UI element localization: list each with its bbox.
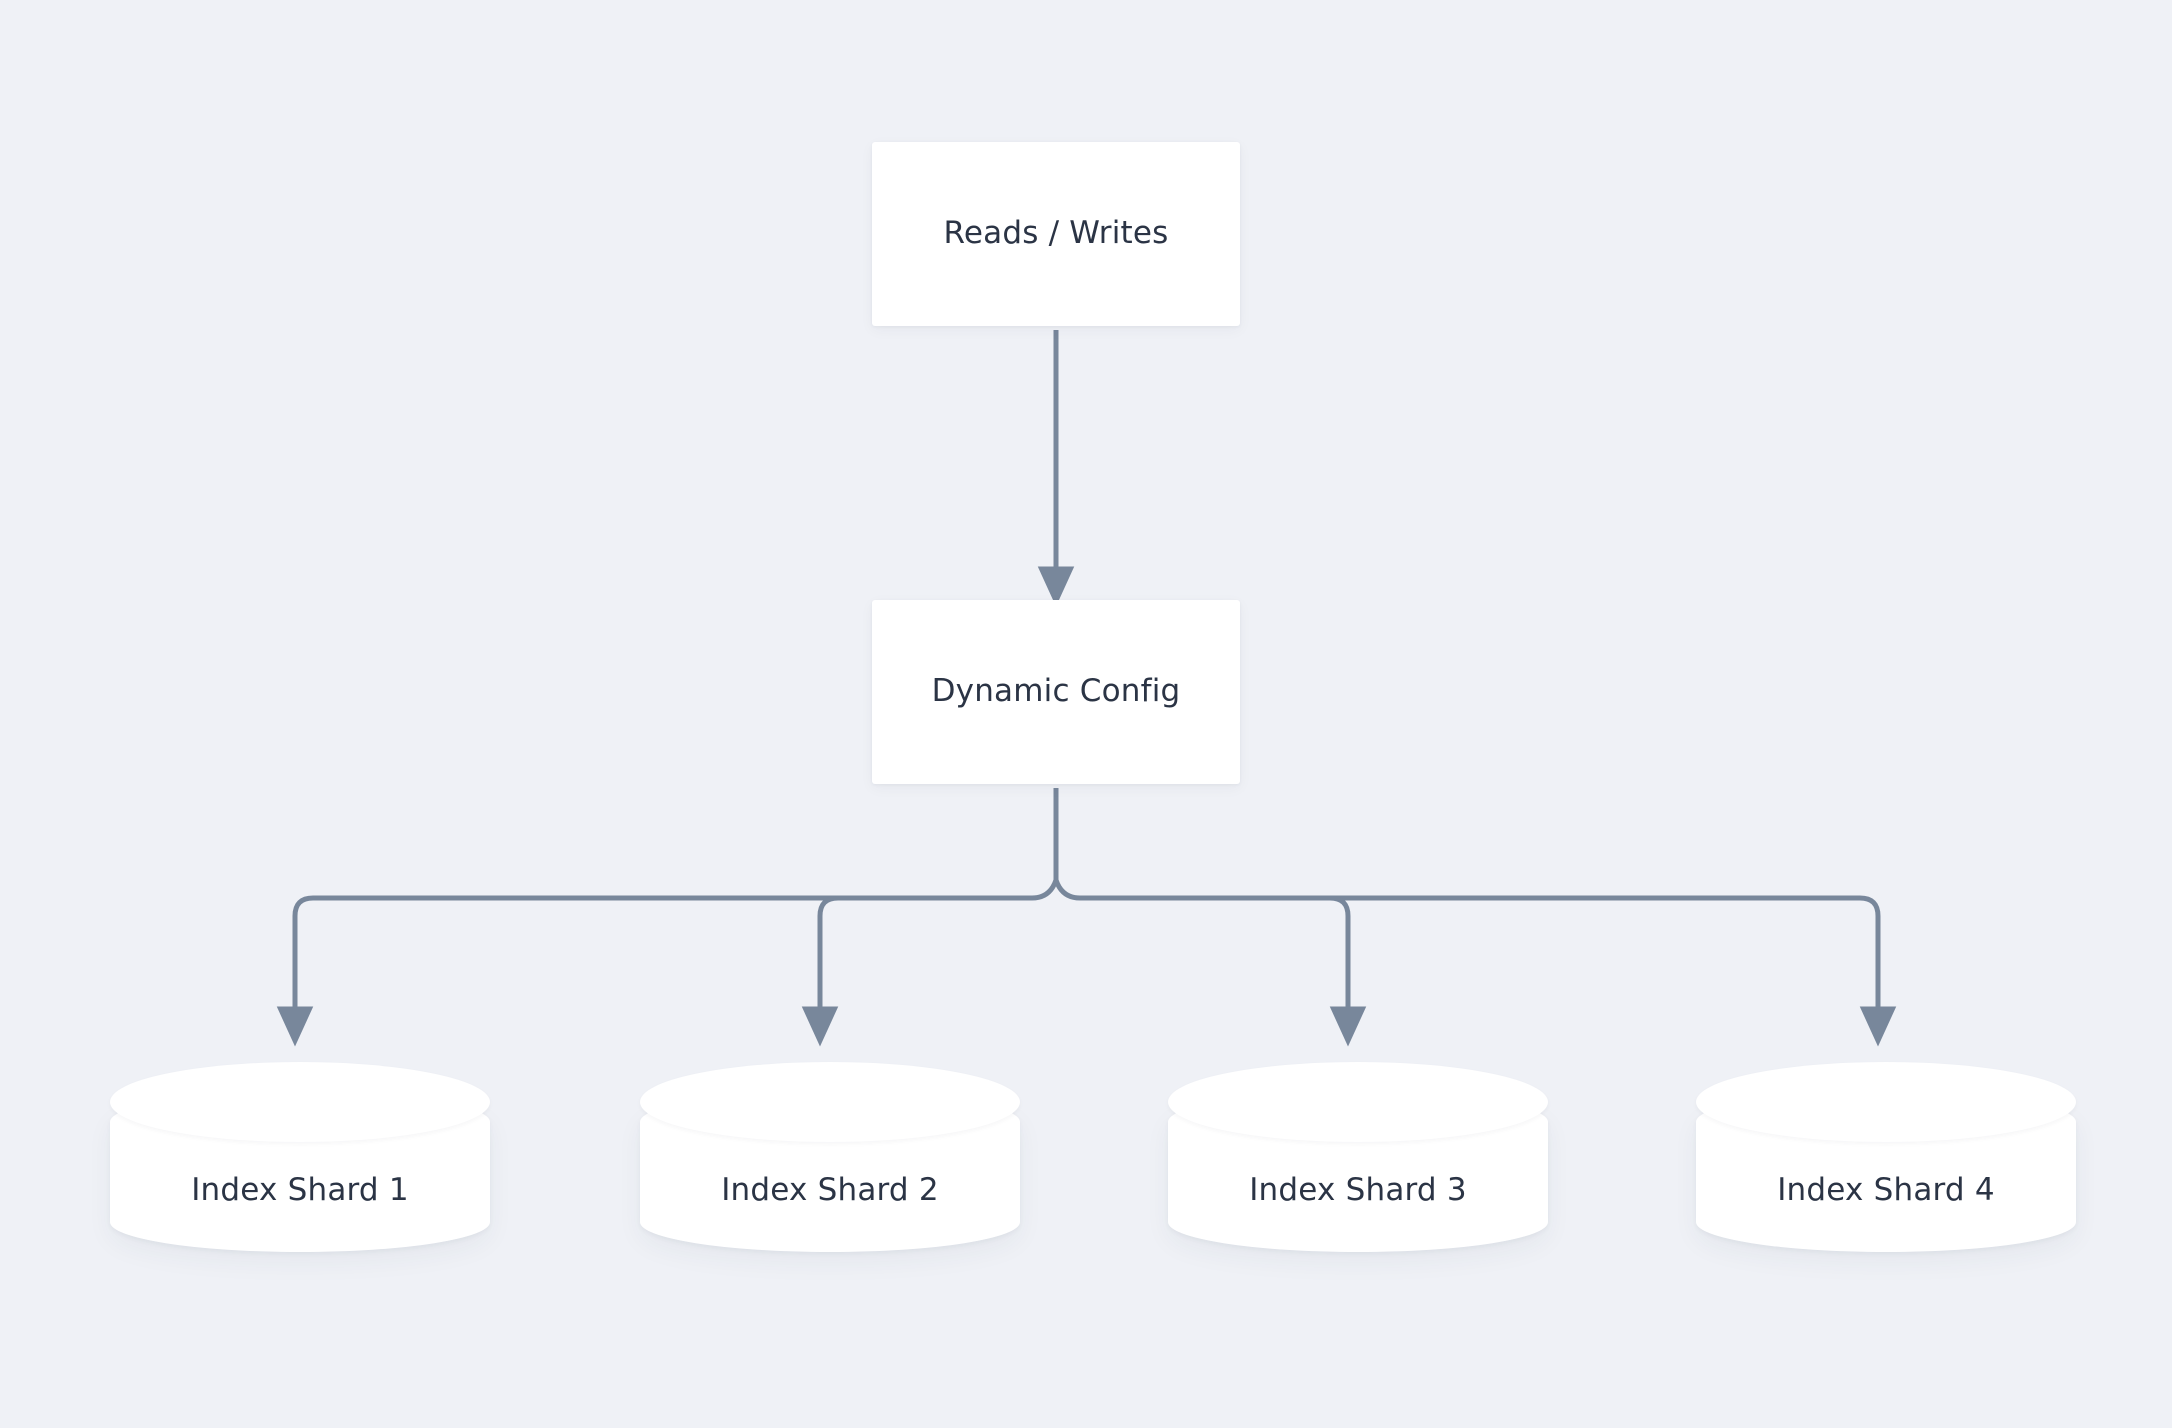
- node-reads-writes[interactable]: Reads / Writes: [872, 142, 1240, 326]
- node-index-shard-1[interactable]: Index Shard 1: [110, 1062, 490, 1282]
- edge-junction-left: [276, 879, 1059, 1047]
- node-reads-writes-label: Reads / Writes: [943, 215, 1169, 252]
- node-dynamic-config[interactable]: Dynamic Config: [872, 600, 1240, 784]
- edge-junction-right: [1053, 879, 1897, 1047]
- node-dynamic-config-label: Dynamic Config: [931, 673, 1181, 710]
- node-index-shard-4[interactable]: Index Shard 4: [1696, 1062, 2076, 1282]
- node-index-shard-4-label: Index Shard 4: [1777, 1172, 1995, 1208]
- cylinder-top-icon: [640, 1062, 1020, 1142]
- edge-branch-shard-3: [1329, 895, 1367, 1047]
- edge-branch-shard-2: [801, 895, 839, 1047]
- cylinder-top-icon: [1696, 1062, 2076, 1142]
- cylinder-top-icon: [110, 1062, 490, 1142]
- node-index-shard-1-label: Index Shard 1: [191, 1172, 409, 1208]
- node-index-shard-3[interactable]: Index Shard 3: [1168, 1062, 1548, 1282]
- node-index-shard-2[interactable]: Index Shard 2: [640, 1062, 1020, 1282]
- node-index-shard-2-label: Index Shard 2: [721, 1172, 939, 1208]
- node-index-shard-3-label: Index Shard 3: [1249, 1172, 1467, 1208]
- cylinder-top-icon: [1168, 1062, 1548, 1142]
